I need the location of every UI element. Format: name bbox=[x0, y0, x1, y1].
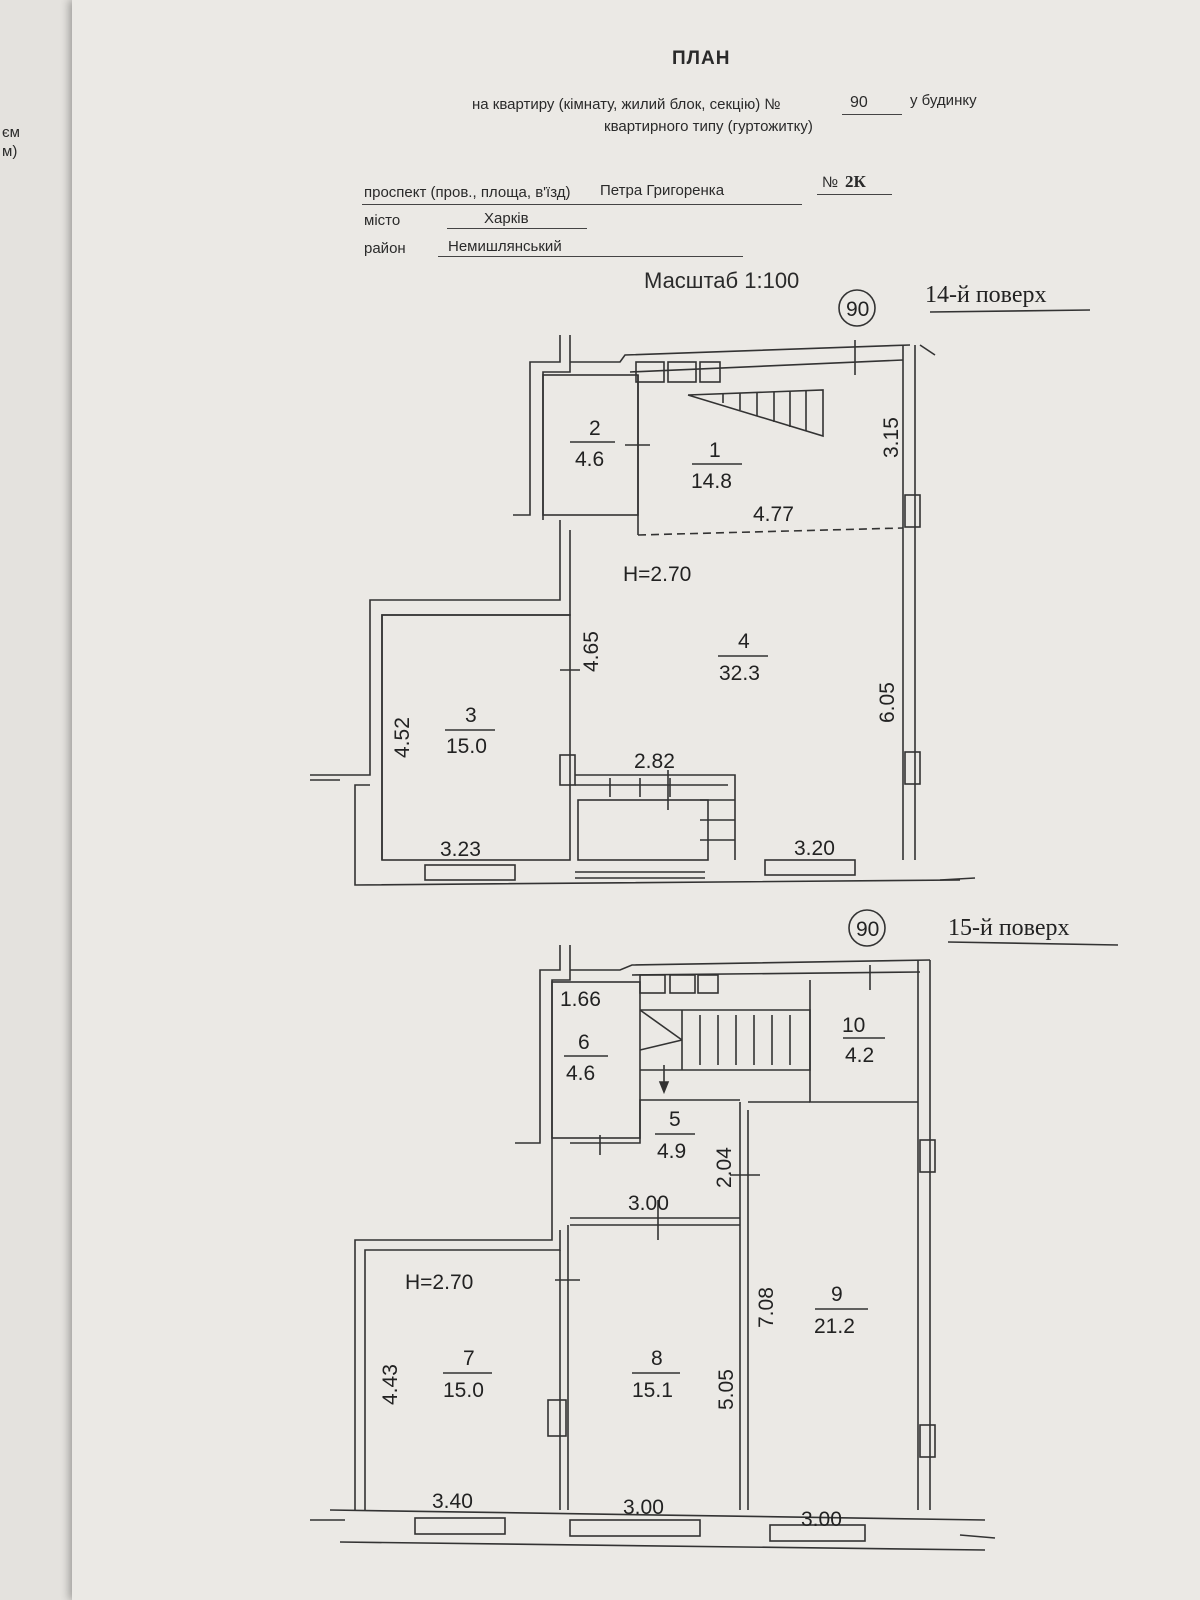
room10-number: 10 bbox=[842, 1014, 865, 1037]
dim-3-15: 3.15 bbox=[880, 417, 903, 458]
room3-area: 15.0 bbox=[446, 735, 487, 758]
dim-5-05: 5.05 bbox=[715, 1369, 738, 1410]
header-line2: квартирного типу (гуртожитку) bbox=[604, 118, 813, 135]
room5-area: 4.9 bbox=[657, 1140, 686, 1163]
dim-4-43: 4.43 bbox=[379, 1364, 402, 1405]
dim-3-20: 3.20 bbox=[794, 837, 835, 860]
room3-number: 3 bbox=[465, 704, 477, 727]
room1-number: 1 bbox=[709, 439, 721, 462]
street-value: Петра Григоренка bbox=[600, 182, 725, 199]
apartment-number: 90 bbox=[850, 94, 868, 111]
floor15-apartment-number: 90 bbox=[856, 918, 879, 941]
left-text-fragment-1: єм bbox=[2, 124, 20, 141]
floor15-plan bbox=[310, 945, 996, 1551]
room4-number: 4 bbox=[738, 630, 750, 653]
dim-7-08: 7.08 bbox=[755, 1287, 778, 1328]
district-value: Немишлянський bbox=[448, 238, 562, 255]
room7-number: 7 bbox=[463, 1347, 475, 1370]
district-label: район bbox=[364, 240, 406, 257]
floor14-plan bbox=[310, 335, 976, 886]
floor14-height: H=2.70 bbox=[623, 563, 691, 586]
dim-3-00-middle: 3.00 bbox=[623, 1496, 664, 1519]
room1-area: 14.8 bbox=[691, 470, 732, 493]
document-title: ПЛАН bbox=[672, 48, 731, 69]
floor15-title: 15-й поверх bbox=[948, 915, 1070, 941]
left-text-fragment-2: м) bbox=[2, 143, 18, 160]
city-label: місто bbox=[364, 212, 401, 229]
dim-2-04: 2.04 bbox=[713, 1147, 736, 1188]
dim-3-00-right: 3.00 bbox=[801, 1508, 842, 1531]
room6-number: 6 bbox=[578, 1031, 590, 1054]
floor14-apartment-number: 90 bbox=[846, 298, 869, 321]
dim-1-66: 1.66 bbox=[560, 988, 601, 1011]
header-line1-suffix: у будинку bbox=[910, 92, 977, 109]
floor15-title-underline bbox=[947, 941, 1119, 946]
dim-4-77: 4.77 bbox=[753, 503, 794, 526]
floor14-title-underline bbox=[929, 309, 1091, 313]
building-number: 2К bbox=[845, 172, 866, 191]
header-line1-prefix: на квартиру (кімнату, жилий блок, секцію… bbox=[472, 96, 781, 113]
floor14-title: 14-й поверх bbox=[925, 282, 1047, 308]
dim-2-82: 2.82 bbox=[634, 750, 675, 773]
city-value: Харків bbox=[484, 210, 529, 227]
floor15-apartment-circle bbox=[848, 909, 886, 947]
room2-number: 2 bbox=[589, 417, 601, 440]
room6-area: 4.6 bbox=[566, 1062, 595, 1085]
room7-area: 15.0 bbox=[443, 1379, 484, 1402]
dim-4-52: 4.52 bbox=[391, 717, 414, 758]
room10-area: 4.2 bbox=[845, 1044, 874, 1067]
room5-number: 5 bbox=[669, 1108, 681, 1131]
room8-area: 15.1 bbox=[632, 1379, 673, 1402]
room9-number: 9 bbox=[831, 1283, 843, 1306]
room4-area: 32.3 bbox=[719, 662, 760, 685]
room8-number: 8 bbox=[651, 1347, 663, 1370]
floor14-apartment-circle bbox=[838, 289, 876, 327]
dim-3-40: 3.40 bbox=[432, 1490, 473, 1513]
dim-6-05: 6.05 bbox=[876, 682, 899, 723]
dim-4-65: 4.65 bbox=[580, 631, 603, 672]
number-label: № bbox=[822, 174, 839, 191]
street-label: проспект (пров., площа, в'їзд) bbox=[364, 184, 571, 201]
scale-label: Масштаб 1:100 bbox=[644, 268, 800, 293]
room9-area: 21.2 bbox=[814, 1315, 855, 1338]
dim-3-00-upper: 3.00 bbox=[628, 1192, 669, 1215]
floor15-height: H=2.70 bbox=[405, 1271, 473, 1294]
dim-3-23: 3.23 bbox=[440, 838, 481, 861]
room2-area: 4.6 bbox=[575, 448, 604, 471]
